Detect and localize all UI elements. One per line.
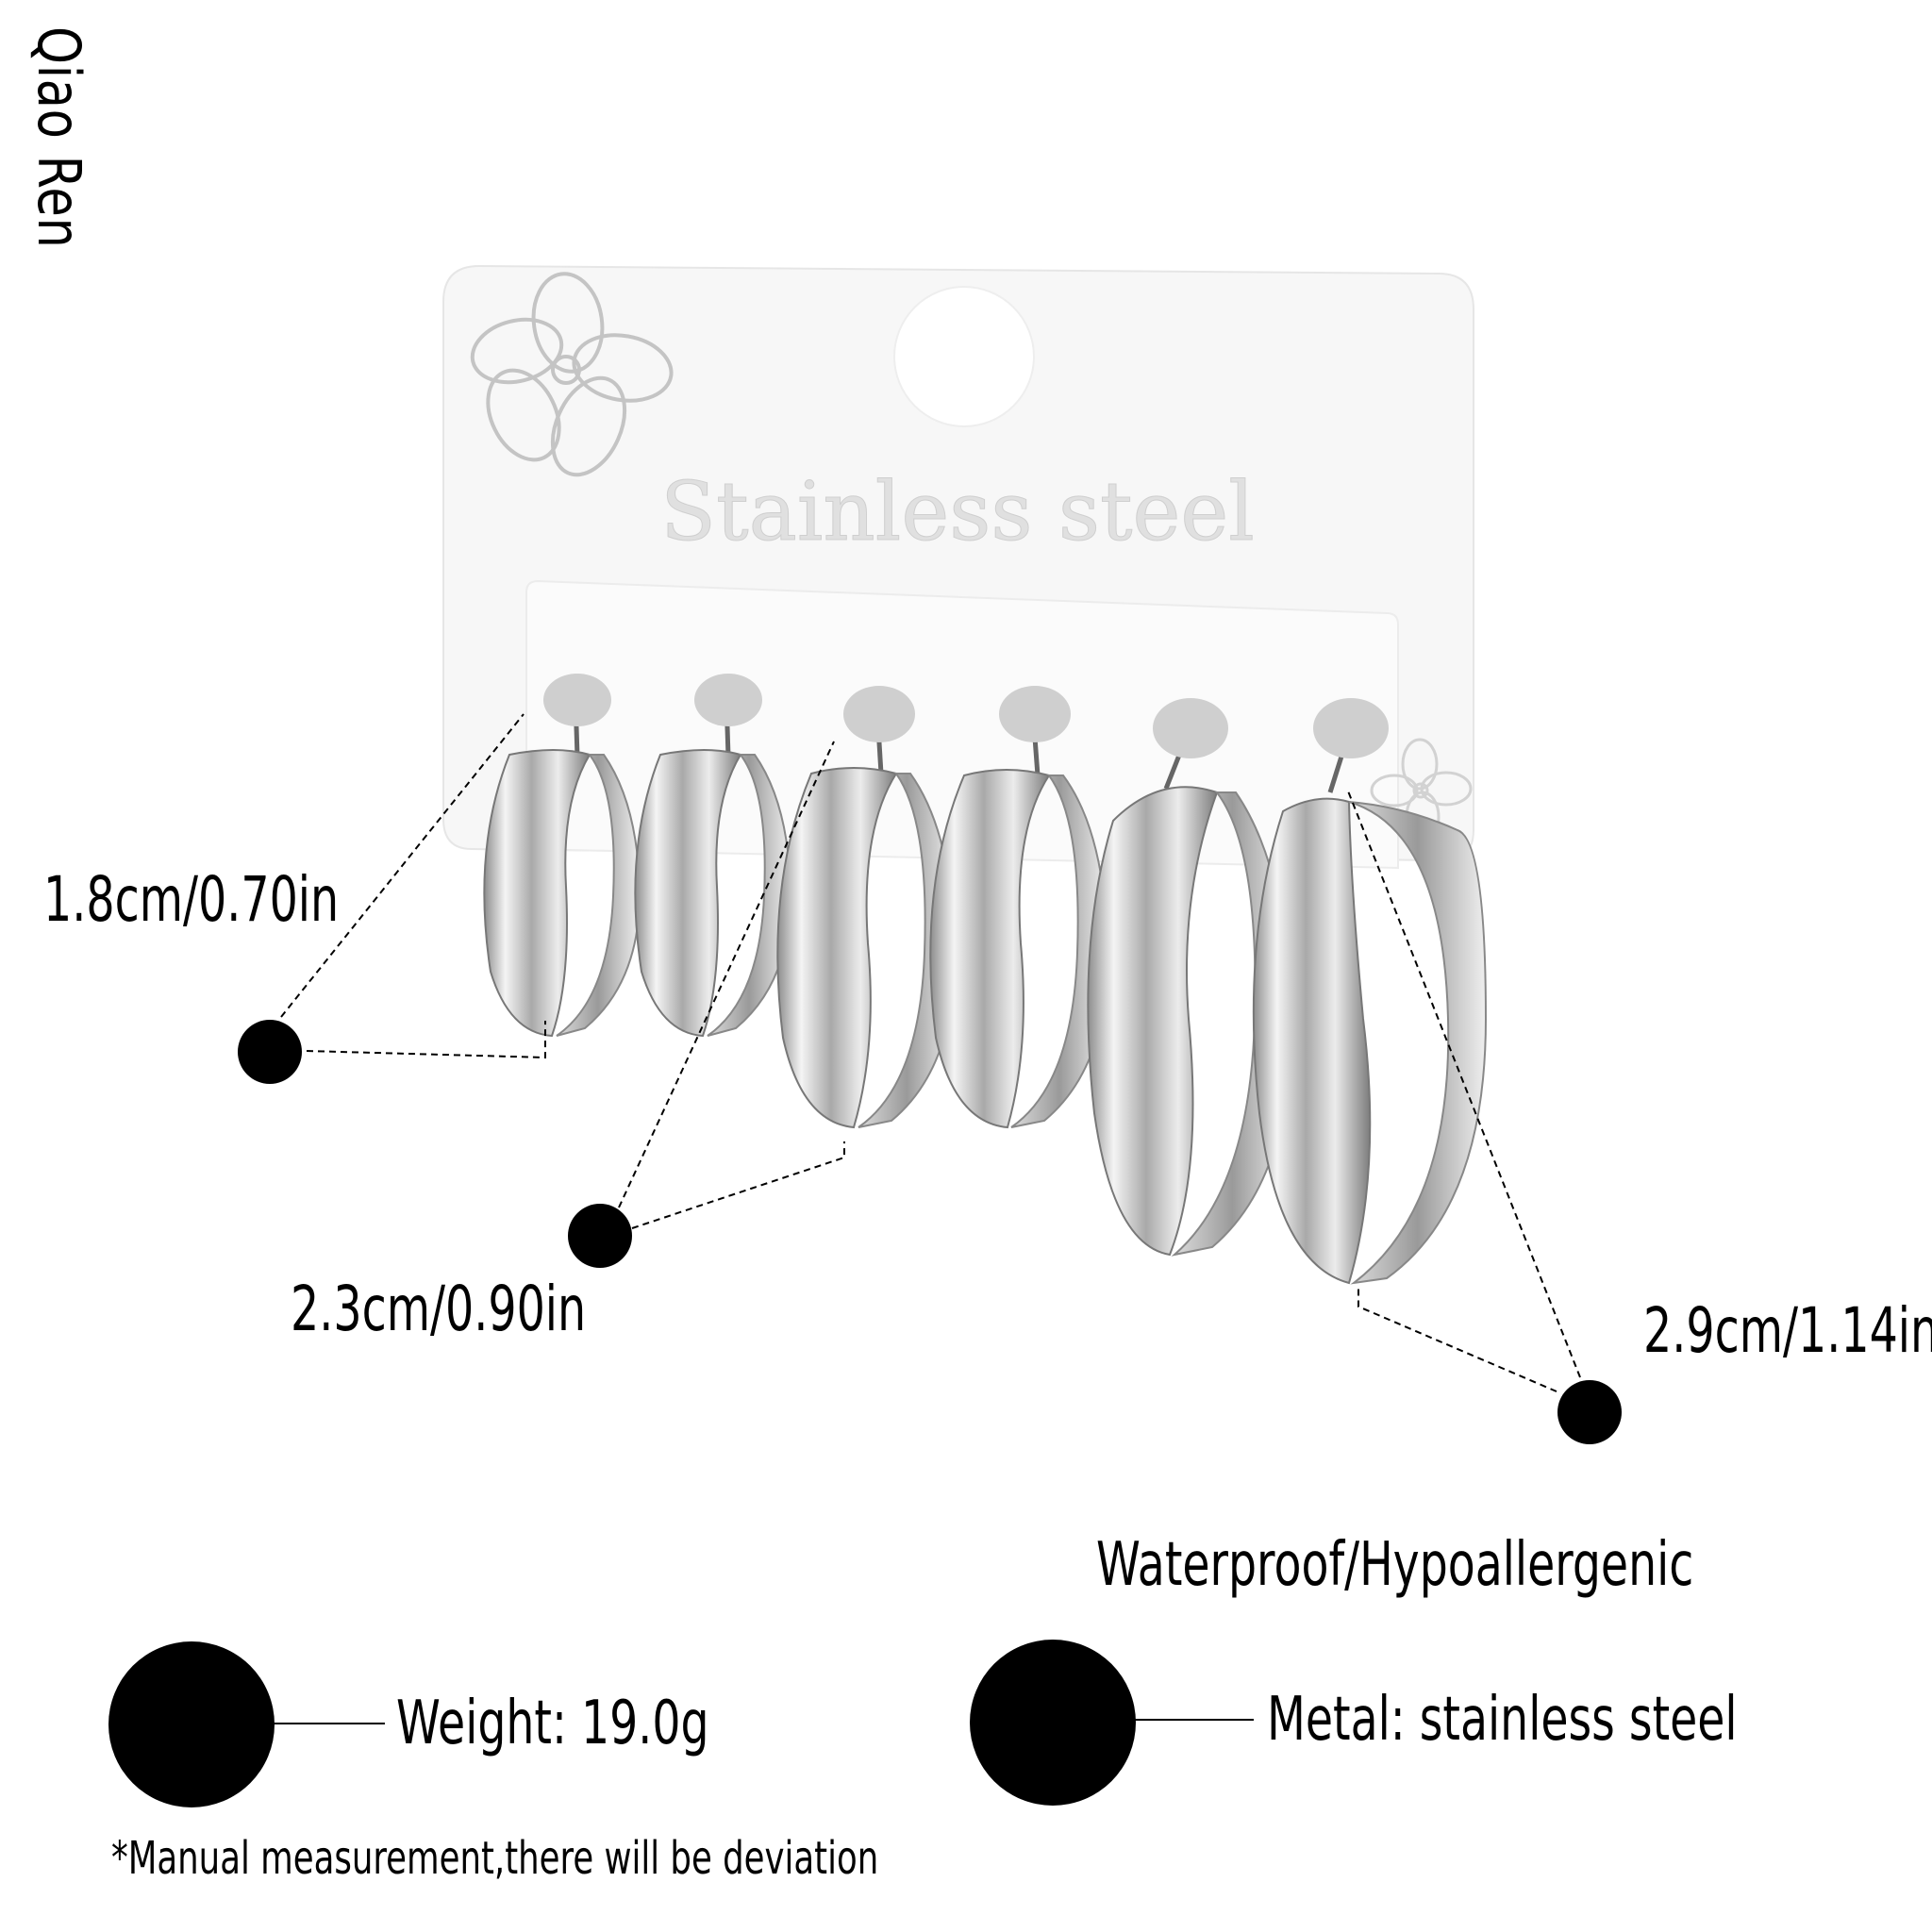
features-text: Waterproof/Hypoallergenic bbox=[1096, 1530, 1694, 1600]
size-label-large: 2.9cm/1.14in bbox=[1643, 1294, 1932, 1367]
hoop-earring bbox=[776, 686, 957, 1129]
measurement-leader-lines bbox=[280, 713, 1581, 1392]
hoop-earring bbox=[483, 674, 641, 1038]
weight-text: Weight: 19.0g bbox=[396, 1689, 709, 1758]
measurement-note: *Manual measurement,there will be deviat… bbox=[111, 1832, 879, 1885]
backing-card bbox=[442, 264, 1474, 870]
hoop-earring bbox=[929, 686, 1109, 1129]
card-imprint: Stainless steel bbox=[660, 465, 1255, 559]
measurement-dot bbox=[238, 1020, 302, 1084]
weight-connector bbox=[274, 1723, 385, 1724]
hoop-earring bbox=[1252, 698, 1488, 1285]
brand-name: Qiao Ren bbox=[25, 26, 93, 249]
measurement-dot bbox=[568, 1204, 632, 1268]
metal-text: Metal: stainless steel bbox=[1267, 1685, 1738, 1755]
metal-bullet bbox=[970, 1640, 1136, 1806]
measurement-dot bbox=[1557, 1380, 1622, 1444]
metal-connector bbox=[1135, 1719, 1254, 1721]
hoop-earring bbox=[634, 674, 792, 1038]
weight-bullet bbox=[108, 1641, 275, 1807]
flower-icon bbox=[470, 272, 674, 477]
size-label-small: 1.8cm/0.70in bbox=[43, 863, 340, 936]
size-label-medium: 2.3cm/0.90in bbox=[291, 1273, 587, 1345]
